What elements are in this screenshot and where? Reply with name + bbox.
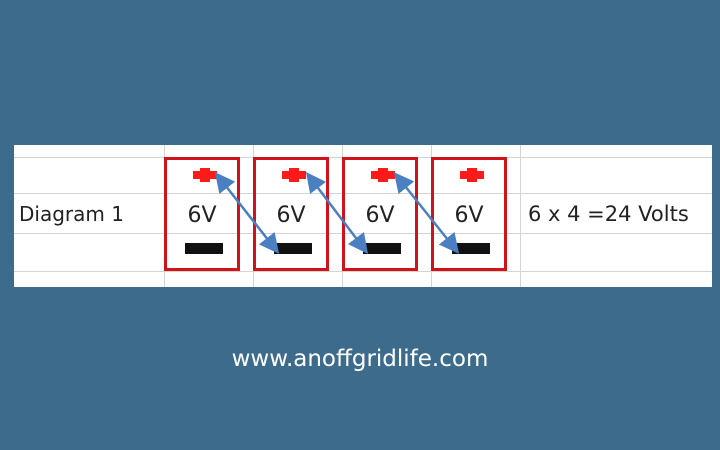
negative-terminal-icon [274, 243, 312, 254]
positive-terminal-icon [193, 168, 217, 182]
battery-3: 6V [342, 157, 418, 271]
positive-terminal-icon [460, 168, 484, 182]
positive-terminal-icon [371, 168, 395, 182]
diagram-label: Diagram 1 [19, 202, 124, 226]
battery-4: 6V [431, 157, 507, 271]
battery-voltage: 6V [276, 203, 306, 228]
negative-terminal-icon [185, 243, 223, 254]
website-url: www.anoffgridlife.com [231, 346, 489, 372]
total-voltage-label: 6 x 4 =24 Volts [528, 202, 689, 226]
battery-2: 6V [253, 157, 329, 271]
battery-voltage: 6V [365, 203, 395, 228]
battery-1: 6V [164, 157, 240, 271]
positive-terminal-icon [282, 168, 306, 182]
negative-terminal-icon [363, 243, 401, 254]
battery-voltage: 6V [454, 203, 484, 228]
battery-voltage: 6V [187, 203, 217, 228]
spreadsheet-panel: Diagram 1 6V 6V 6V 6V 6 x 4 =24 Volts [14, 145, 712, 287]
negative-terminal-icon [452, 243, 490, 254]
